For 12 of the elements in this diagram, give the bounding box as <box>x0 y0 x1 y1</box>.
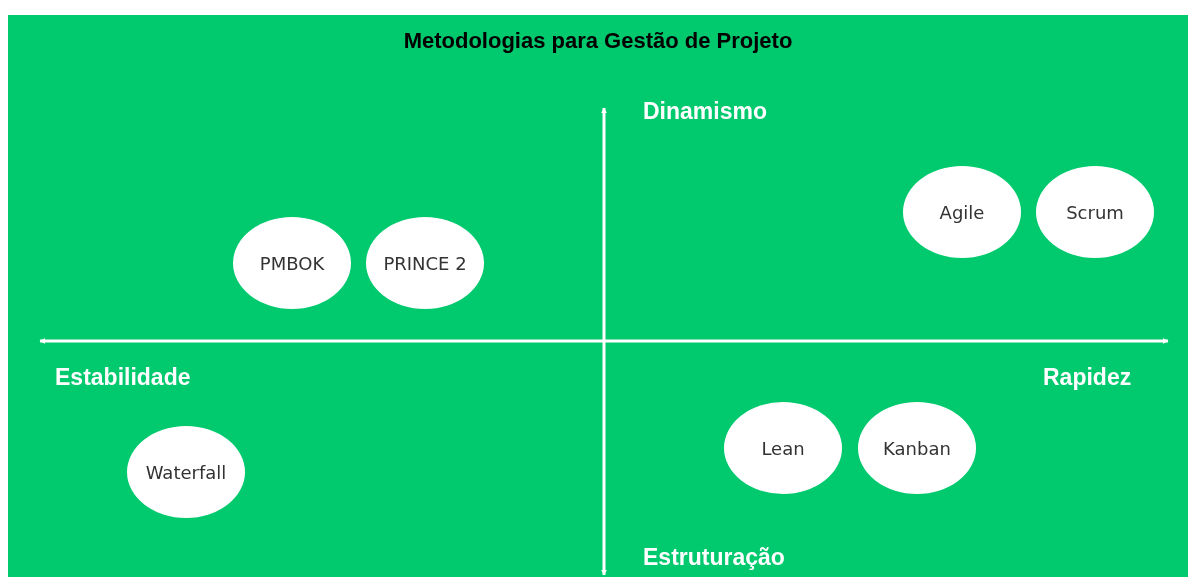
method-name: PMBOK <box>259 252 325 274</box>
method-name: Agile <box>939 201 985 223</box>
diagram-title: Metodologias para Gestão de Projeto <box>403 28 793 54</box>
axis-label: Rapidez <box>1043 364 1132 391</box>
axis-label: Dinamismo <box>643 98 767 125</box>
method-name: PRINCE 2 <box>383 252 467 274</box>
axis-label: Estabilidade <box>55 364 191 391</box>
method-name: Kanban <box>883 437 951 459</box>
method-name: Lean <box>761 437 805 459</box>
axis-label: Estruturação <box>643 544 785 571</box>
method-name: Waterfall <box>145 461 227 483</box>
method-name: Scrum <box>1066 201 1124 223</box>
